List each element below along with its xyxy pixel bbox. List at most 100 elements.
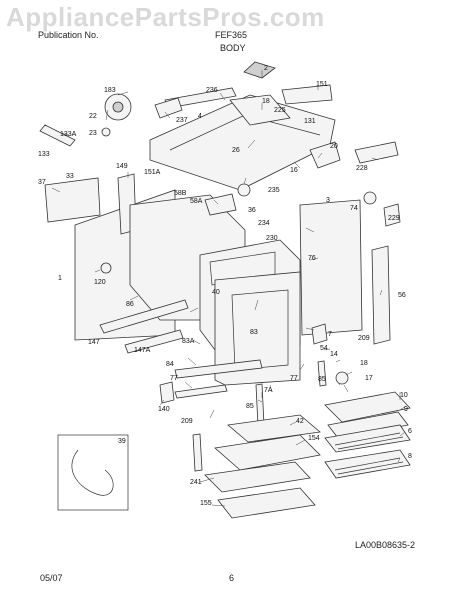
section-title: BODY: [220, 43, 246, 53]
callout-7A: 7A: [264, 387, 273, 394]
callout-18: 18: [262, 98, 270, 105]
part-9-grid: [327, 411, 409, 439]
callout-225: 225: [274, 107, 286, 114]
callout-149: 149: [116, 163, 128, 170]
part-18-box: [229, 94, 291, 126]
callout-26: 26: [232, 147, 240, 154]
part-56-trim: [371, 245, 391, 345]
callout-228: 228: [356, 165, 368, 172]
callout-151: 151: [316, 81, 328, 88]
part-42-drawer-top: [227, 414, 321, 443]
callout-84: 84: [166, 361, 174, 368]
model-label: FEF365: [215, 30, 248, 40]
part-77-rail: [174, 384, 228, 399]
publication-label: Publication No.: [38, 30, 99, 40]
callout-234: 234: [258, 220, 270, 227]
callout-23: 23: [89, 130, 97, 137]
callout-77-right: 77: [290, 375, 298, 382]
part-74-sensor: [363, 191, 377, 205]
part-6-rack: [324, 424, 411, 453]
part-235-knob: [237, 183, 251, 197]
part-155-drawer-bottom: [217, 487, 316, 519]
callout-2: 2: [264, 65, 268, 72]
callout-120: 120: [94, 279, 106, 286]
callout-20: 20: [330, 143, 338, 150]
callout-209-left: 209: [181, 418, 193, 425]
part-7-relay: [311, 323, 328, 345]
callout-155: 155: [200, 500, 212, 507]
callout-131: 131: [304, 118, 316, 125]
callout-235: 235: [268, 187, 280, 194]
callout-74: 74: [350, 205, 358, 212]
part-2-plate: [243, 61, 276, 79]
callout-10: 10: [400, 392, 408, 399]
callout-33: 33: [66, 173, 74, 180]
part-229-switch: [383, 203, 401, 227]
callout-85-left: 85: [246, 403, 254, 410]
part-84-rail: [174, 359, 263, 379]
callout-1: 1: [58, 275, 62, 282]
callout-77-left: 77: [170, 375, 178, 382]
callout-237: 237: [176, 117, 188, 124]
callout-56: 56: [398, 292, 406, 299]
part-39-power-cord-inset: [57, 434, 129, 511]
callout-18-probe: 18: [360, 360, 368, 367]
callout-16: 16: [290, 167, 298, 174]
callout-209-right: 209: [358, 335, 370, 342]
callout-147: 147: [88, 339, 100, 346]
part-147A-rail: [124, 329, 184, 354]
callout-9: 9: [404, 406, 408, 413]
callout-86: 86: [126, 301, 134, 308]
callout-42: 42: [296, 418, 304, 425]
part-237-clip: [154, 97, 183, 119]
callout-83A: 83A: [182, 338, 195, 345]
part-23-screw: [101, 127, 111, 137]
callout-58B: 58B: [174, 190, 187, 197]
callout-140: 140: [158, 406, 170, 413]
leveler-leg: [192, 433, 203, 472]
callout-133: 133: [38, 151, 50, 158]
callout-36: 36: [248, 207, 256, 214]
part-85b-leveler: [317, 360, 327, 387]
callout-147A: 147A: [134, 347, 151, 354]
callout-241: 241: [190, 479, 202, 486]
part-10-broil-pan: [324, 391, 411, 423]
callout-3: 3: [326, 197, 330, 204]
part-85-leveler: [255, 383, 265, 427]
part-37-insulation: [44, 177, 101, 223]
callout-7: 7: [328, 331, 332, 338]
callout-8: 8: [408, 453, 412, 460]
callout-236: 236: [206, 87, 218, 94]
footer-date: 05/07: [40, 573, 63, 583]
callout-133A: 133A: [60, 131, 77, 138]
part-120-plug: [100, 262, 112, 274]
callout-76: 76: [308, 255, 316, 262]
part-36-bracket: [204, 193, 237, 216]
callout-154: 154: [308, 435, 320, 442]
callout-37: 37: [38, 179, 46, 186]
part-133-rail: [39, 124, 76, 147]
callout-22: 22: [89, 113, 97, 120]
callout-14: 14: [330, 351, 338, 358]
callout-183: 183: [104, 87, 116, 94]
callout-151A: 151A: [144, 169, 161, 176]
callout-229: 229: [388, 215, 400, 222]
part-228-bracket: [354, 141, 399, 164]
power-cord: [71, 449, 114, 496]
callout-58A: 58A: [190, 198, 203, 205]
callout-40: 40: [212, 289, 220, 296]
callout-83: 83: [250, 329, 258, 336]
drawing-code: LA00B08635-2: [355, 540, 416, 550]
part-241-drawer-panel: [204, 461, 311, 493]
watermark: AppliancePartsPros.com: [6, 2, 325, 32]
part-151-bracket: [281, 84, 333, 105]
callout-6: 6: [408, 428, 412, 435]
callout-230: 230: [266, 235, 278, 242]
part-140-bracket: [159, 381, 175, 404]
part-20-switch: [309, 141, 341, 169]
part-18-probe: [335, 371, 349, 385]
callout-54: 54: [320, 345, 328, 352]
callout-85-right: 85: [318, 376, 326, 383]
